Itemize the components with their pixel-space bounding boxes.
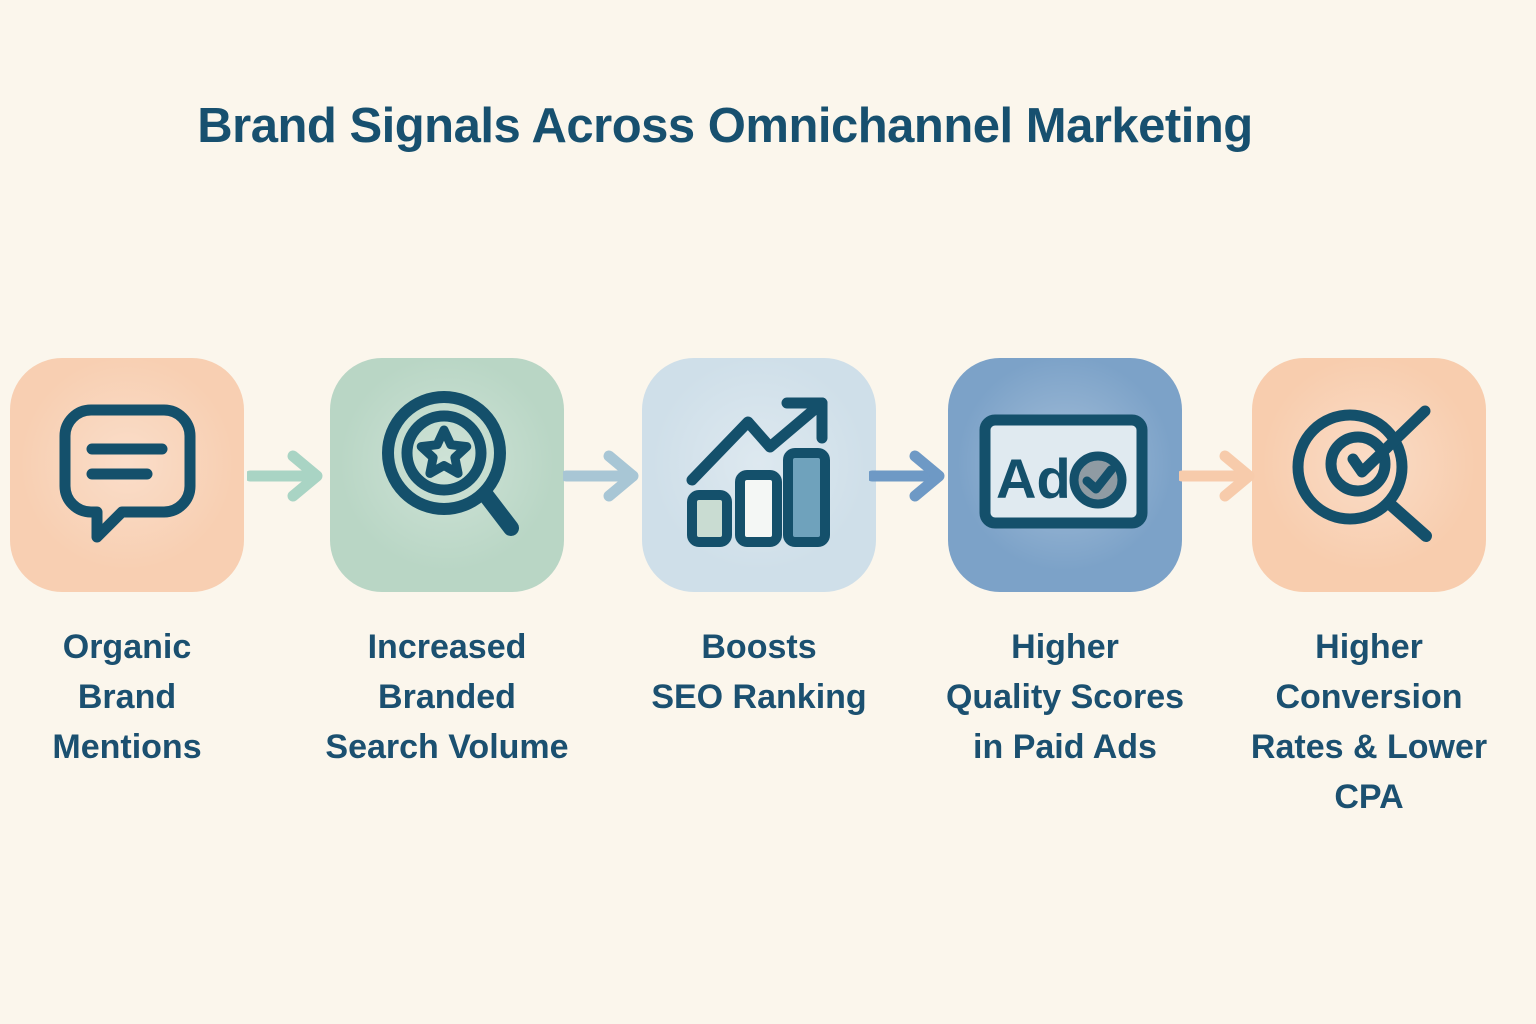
page-title: Brand Signals Across Omnichannel Marketi… <box>197 99 1253 153</box>
magnifier-handle <box>477 486 519 536</box>
ad-text: Ad <box>996 447 1071 510</box>
bar-tall <box>783 448 830 547</box>
card-boosts-seo-ranking <box>642 358 876 592</box>
target-handle <box>1385 499 1432 542</box>
label-line: Higher <box>1011 628 1119 666</box>
label-line: Rates & Lower <box>1250 728 1488 766</box>
card-increased-branded-search-volume <box>330 358 564 592</box>
ad-badge-check-icon: Ad <box>979 414 1148 529</box>
label-line: Search Volume <box>325 728 569 766</box>
check-mark <box>1082 465 1116 494</box>
flow-arrow-4-right-icon <box>1179 450 1255 502</box>
label-line: Mentions <box>52 728 202 766</box>
card-higher-conversion-rates-lower-cpa <box>1252 358 1486 592</box>
target-check-icon <box>1292 405 1432 542</box>
label-line: Conversion <box>1275 678 1463 716</box>
trend-line <box>686 397 828 486</box>
step-label-higher-conversion-rates-lower-cpa: Higher Conversion Rates & Lower CPA <box>1189 622 1536 822</box>
label-line: CPA <box>1334 778 1404 816</box>
card-organic-brand-mentions <box>10 358 244 592</box>
target-check-mark <box>1347 405 1431 478</box>
flow-arrow-1-right-icon <box>247 450 323 502</box>
magnifier-outer-ring <box>382 391 506 515</box>
label-line: Quality Scores <box>945 678 1185 716</box>
label-line: Organic <box>62 628 192 666</box>
label-line: Brand <box>77 678 177 716</box>
trend-arrowhead <box>781 397 828 444</box>
label-line: Higher <box>1315 628 1423 666</box>
target-inner-ring <box>1325 431 1391 497</box>
chat-bubble-icon <box>59 404 196 543</box>
bar-small <box>687 490 732 547</box>
target-outer-ring <box>1292 409 1408 525</box>
label-line: Increased <box>367 628 527 666</box>
label-line: SEO Ranking <box>651 678 867 716</box>
label-line: Boosts <box>701 628 817 666</box>
bar-medium <box>735 470 782 547</box>
flow-arrow-2-right-icon <box>563 450 639 502</box>
flow-arrow-3-right-icon <box>869 450 945 502</box>
card-higher-quality-scores-in-paid-ads: Ad <box>948 358 1182 592</box>
step-label-higher-quality-scores-in-paid-ads: Higher Quality Scores in Paid Ads <box>885 622 1245 772</box>
step-label-organic-brand-mentions: Organic Brand Mentions <box>0 622 307 772</box>
label-line: in Paid Ads <box>973 728 1157 766</box>
step-label-boosts-seo-ranking: Boosts SEO Ranking <box>579 622 939 722</box>
star-shape <box>416 425 472 478</box>
chat-bubble-outline <box>59 404 196 543</box>
step-label-increased-branded-search-volume: Increased Branded Search Volume <box>267 622 627 772</box>
search-star-icon <box>382 391 519 536</box>
growth-bar-chart-icon <box>686 397 830 547</box>
magnifier-inner-ring <box>401 410 487 496</box>
label-line: Branded <box>378 678 516 716</box>
